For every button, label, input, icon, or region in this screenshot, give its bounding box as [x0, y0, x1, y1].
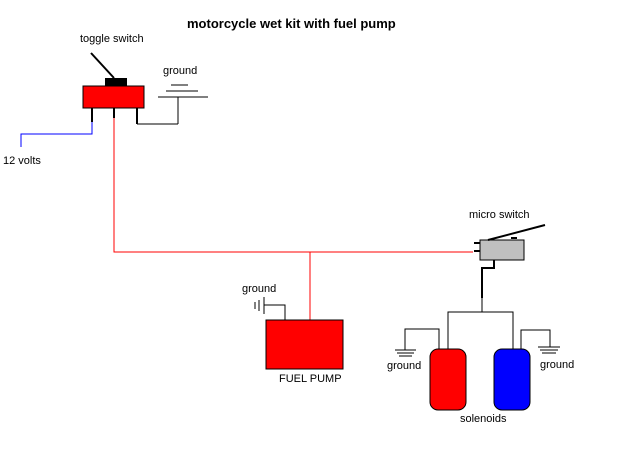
ground-symbol-left [395, 328, 440, 357]
solenoid-feed-wire [447, 311, 514, 349]
twelve-volts-label: 12 volts [3, 155, 41, 167]
micro-switch-body [479, 239, 525, 261]
ground-symbol-right [520, 329, 560, 354]
diagram-title: motorcycle wet kit with fuel pump [187, 16, 396, 31]
toggle-lever [90, 52, 115, 79]
ground-label-top: ground [163, 65, 197, 77]
ground-label-left: ground [387, 360, 421, 372]
toggle-body [82, 85, 145, 109]
micro-switch-output [481, 260, 495, 298]
toggle-switch [82, 52, 145, 124]
battery-wire [20, 122, 93, 147]
toggle-switch-label: toggle switch [80, 33, 144, 45]
micro-switch-lever [487, 224, 546, 241]
solenoids-label: solenoids [460, 413, 507, 425]
solenoid-left [429, 348, 467, 411]
solenoid-right [493, 348, 531, 411]
fuel-pump-label: FUEL PUMP [279, 373, 342, 385]
ground-symbol-top [137, 84, 208, 125]
ground-label-pump: ground [242, 283, 276, 295]
micro-switch-label: micro switch [469, 209, 530, 221]
micro-switch [474, 224, 546, 298]
fuel-pump [265, 319, 344, 370]
power-wire-main [113, 118, 473, 253]
ground-label-right: ground [540, 359, 574, 371]
ground-symbol-pump [254, 297, 286, 320]
toggle-cap [105, 78, 127, 86]
